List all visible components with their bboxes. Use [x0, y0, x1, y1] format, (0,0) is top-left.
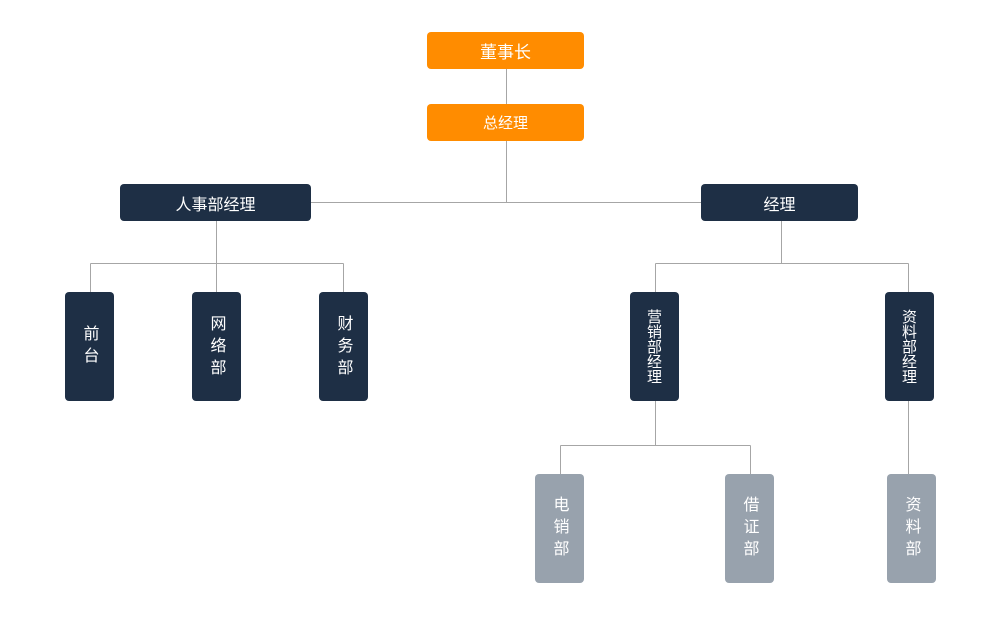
node-manager-label: 经理 [763, 194, 796, 214]
node-hr-manager: 人事部经理 [120, 184, 311, 221]
node-chairman-label: 董事长 [480, 43, 531, 63]
node-reception: 前台 [65, 292, 114, 401]
node-data-manager: 资料部经理 [885, 292, 934, 401]
node-telesales: 电销部 [535, 474, 584, 583]
node-general-manager: 总经理 [427, 104, 584, 141]
node-sales-manager-label: 营销部经理 [645, 309, 663, 384]
node-general-manager-label: 总经理 [482, 114, 528, 132]
node-manager: 经理 [701, 184, 858, 221]
node-securities-label: 借证部 [740, 495, 760, 562]
node-sales-manager: 营销部经理 [630, 292, 679, 401]
node-data-manager-label: 资料部经理 [900, 309, 918, 384]
node-reception-label: 前台 [80, 324, 100, 369]
node-telesales-label: 电销部 [550, 495, 570, 562]
node-network: 网络部 [192, 292, 241, 401]
node-hr-manager-label: 人事部经理 [175, 194, 256, 214]
node-chairman: 董事长 [427, 32, 584, 69]
node-securities: 借证部 [725, 474, 774, 583]
node-finance: 财务部 [319, 292, 368, 401]
node-data-dept-label: 资料部 [902, 495, 922, 562]
node-data-dept: 资料部 [887, 474, 936, 583]
node-finance-label: 财务部 [334, 314, 354, 381]
node-network-label: 网络部 [207, 314, 227, 381]
